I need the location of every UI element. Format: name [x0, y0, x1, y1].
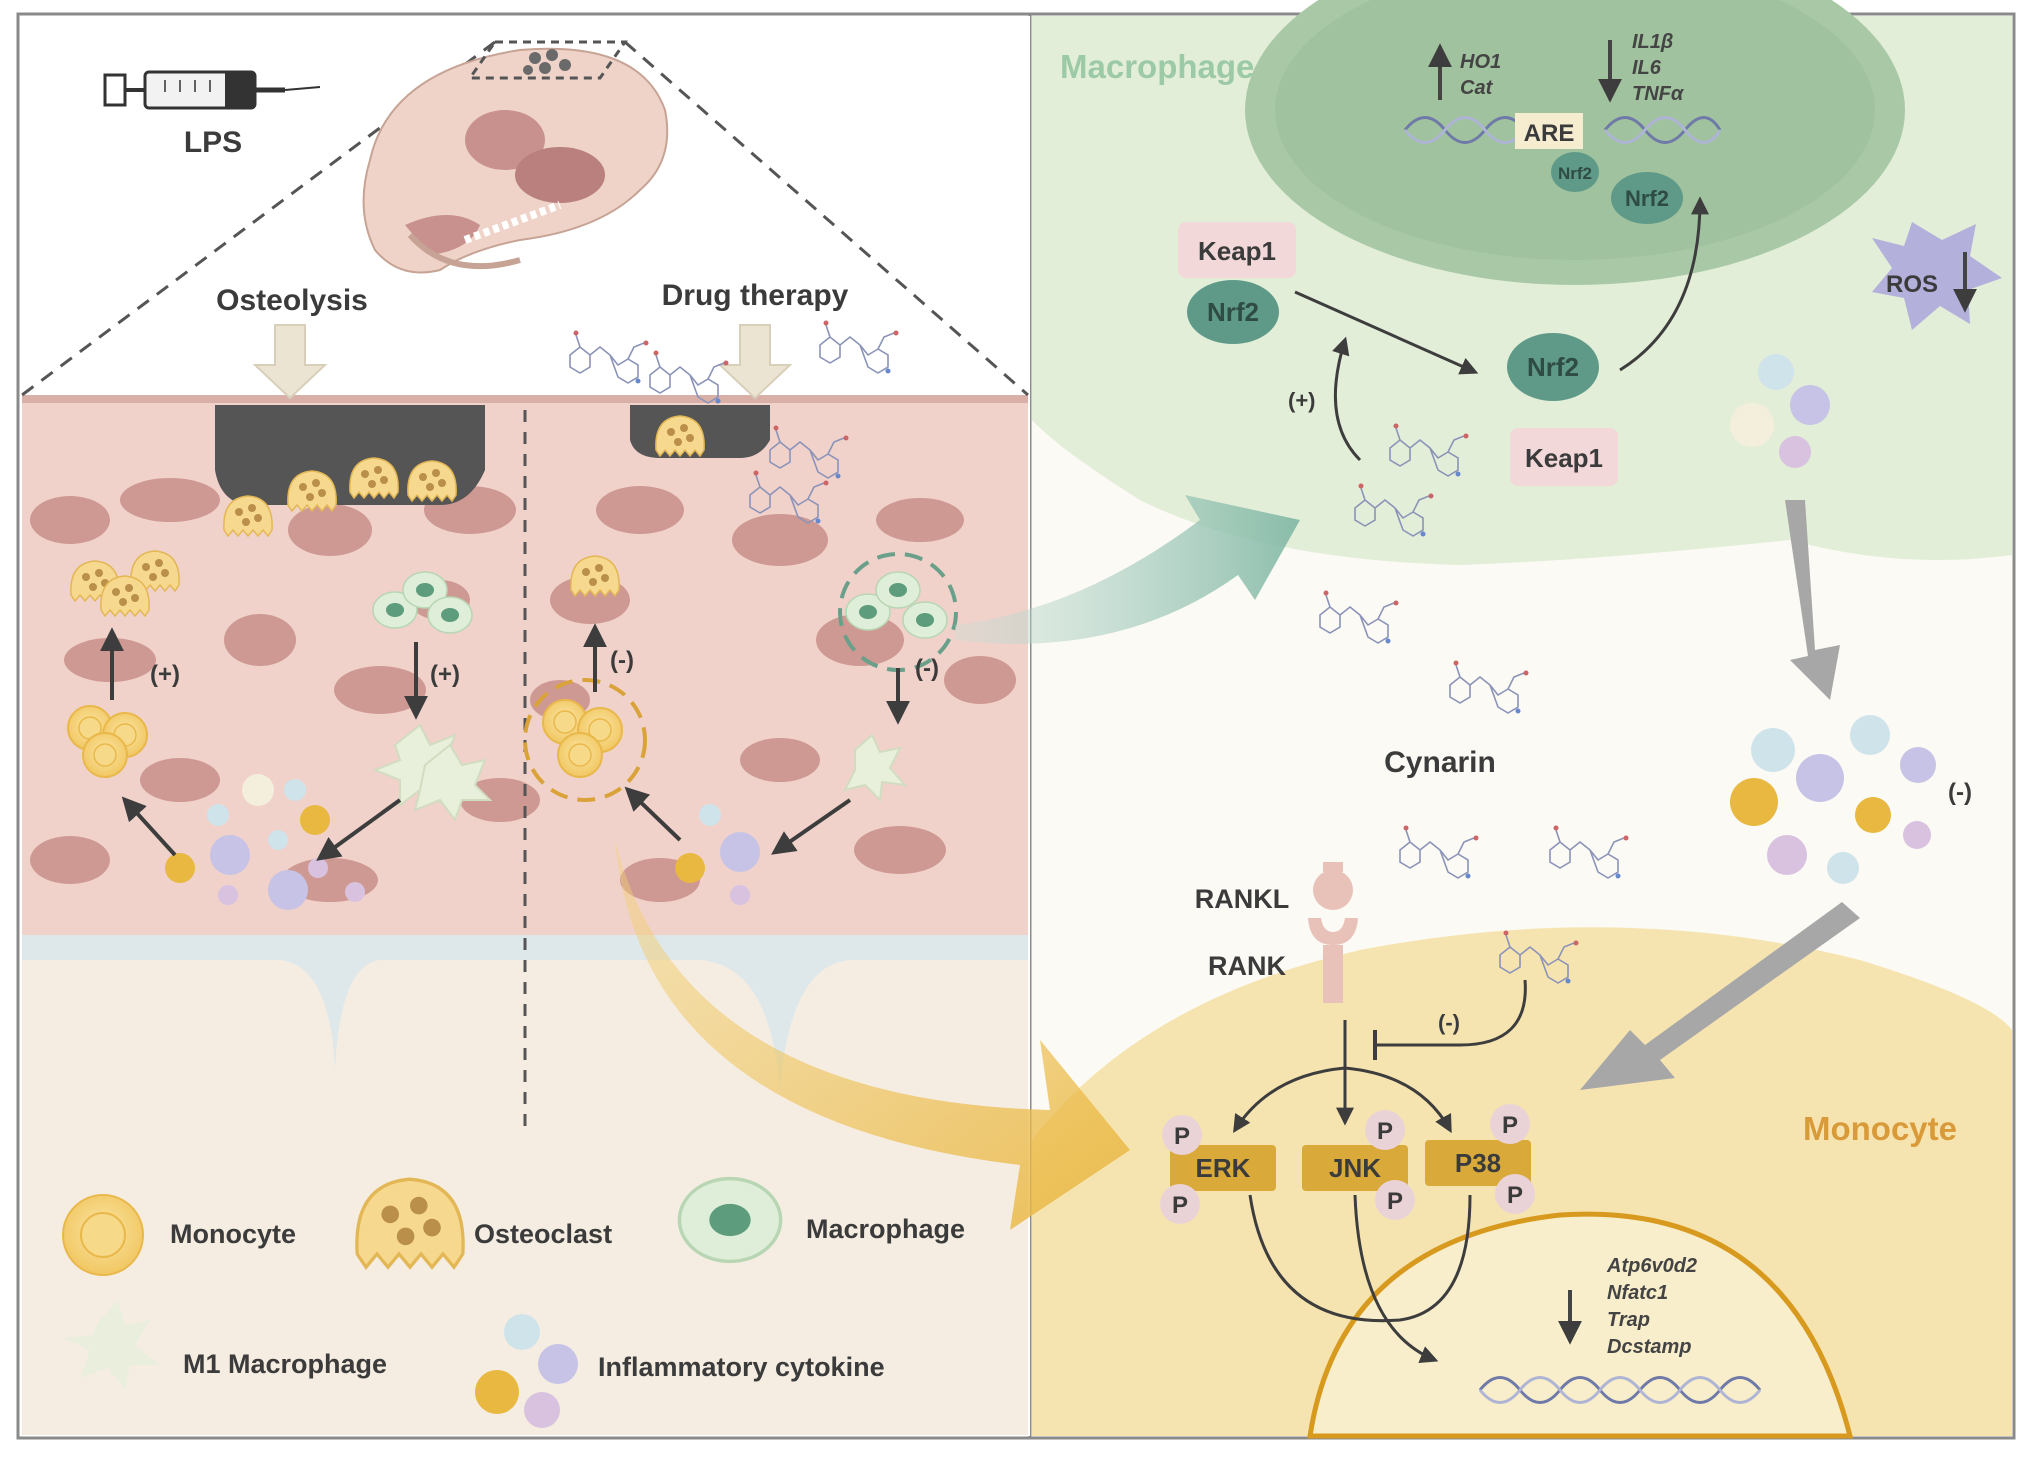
kinase-erk	[1170, 1145, 1276, 1191]
arrow-cynarin-activation	[1332, 336, 1362, 462]
ros-label: ROS	[1886, 271, 1938, 298]
arrow-dissociation	[1294, 290, 1479, 375]
teal-transition-arrow	[955, 495, 1300, 644]
rank-label: RANK	[1208, 951, 1286, 981]
arrow-to-nucleus	[1353, 1194, 1439, 1363]
monocyte-highlight-circle	[523, 678, 647, 802]
skull-illustration	[362, 40, 669, 274]
legend-m1-macrophage: M1 Macrophage	[183, 1349, 387, 1379]
osteoclast-icon	[570, 555, 620, 597]
cytokine-minus: (-)	[1948, 779, 1972, 806]
svg-text:P: P	[1507, 1182, 1523, 1209]
grey-arrow-to-monocyte	[1580, 902, 1860, 1090]
lps-label: LPS	[184, 126, 242, 159]
svg-text:P: P	[1387, 1188, 1403, 1215]
osteolysis-arrow	[252, 324, 328, 400]
gene-trap: Trap	[1607, 1309, 1650, 1331]
dna-helix-bottom	[1478, 1376, 1762, 1404]
osteoclast-icon	[223, 495, 273, 537]
nrf2-complex-label: Nrf2	[1207, 297, 1259, 327]
m1-macrophage-cluster	[372, 723, 908, 823]
gene-atp6v0d2: Atp6v0d2	[1606, 1255, 1697, 1277]
monocyte-icon	[82, 732, 128, 778]
inhibit-sign: (-)	[1438, 1010, 1460, 1035]
svg-text:P: P	[1174, 1123, 1190, 1150]
arrow-to-erk	[1233, 1066, 1346, 1134]
cynarin-inhibition-line	[1375, 979, 1527, 1047]
sign-right-up: (-)	[610, 647, 634, 674]
cytokine-cluster	[165, 774, 760, 910]
cynarin-label: Cynarin	[1384, 746, 1496, 779]
gene-il6: IL6	[1632, 57, 1662, 79]
keap1-complex-label: Keap1	[1198, 236, 1276, 266]
nrf2-nuclear	[1611, 172, 1683, 224]
osteoclast-icon	[349, 457, 399, 499]
gene-cat: Cat	[1460, 77, 1494, 99]
syringe-icon	[103, 70, 321, 110]
drug-arrow	[717, 324, 793, 400]
rankl-ligand	[1313, 870, 1353, 910]
osteoclast-icon	[407, 460, 457, 502]
gene-ho1: HO1	[1460, 51, 1501, 73]
osteolysis-label: Osteolysis	[216, 284, 368, 317]
gene-dcstamp: Dcstamp	[1607, 1336, 1691, 1358]
kinase-p38-label: P38	[1455, 1148, 1501, 1178]
gene-nfatc1: Nfatc1	[1607, 1282, 1668, 1304]
are-box	[1515, 113, 1583, 149]
arrow-to-p38	[1344, 1066, 1452, 1134]
keap1-free-box	[1510, 428, 1618, 486]
outer-frame	[16, 12, 2016, 1440]
osteoclast-icon	[655, 415, 705, 457]
nrf2-bound-label: Nrf2	[1558, 164, 1592, 183]
sign-left-up: (+)	[150, 661, 180, 688]
plus-sign: (+)	[1288, 388, 1316, 413]
nrf2-complex	[1187, 280, 1279, 344]
legend-macrophage: Macrophage	[806, 1214, 965, 1244]
are-label: ARE	[1524, 120, 1575, 147]
nrf2-bound	[1551, 152, 1599, 192]
legend-osteoclast: Osteoclast	[474, 1219, 612, 1249]
macrophage-icon	[902, 601, 948, 639]
drug-therapy-label: Drug therapy	[662, 279, 849, 312]
rankl-label: RANKL	[1195, 884, 1290, 914]
kinase-p38	[1425, 1140, 1531, 1186]
macrophage-icon	[427, 596, 473, 634]
monocyte-icon	[557, 732, 603, 778]
sign-right-down: (-)	[915, 655, 939, 682]
osteoclast-icon	[100, 575, 150, 617]
arrow-nuclear-translocation	[1619, 196, 1709, 372]
keap1-free-label: Keap1	[1525, 443, 1603, 473]
gene-tnfa: TNFα	[1632, 83, 1685, 105]
nrf2-free-label: Nrf2	[1527, 352, 1579, 382]
phospho-groups: P P P P P P	[1160, 1104, 1535, 1224]
legend-inflammatory-cytokine: Inflammatory cytokine	[598, 1352, 885, 1382]
kinase-jnk	[1302, 1145, 1408, 1191]
legend	[62, 1176, 783, 1428]
rank-receptor	[1308, 918, 1358, 945]
gene-il1b: IL1β	[1632, 31, 1673, 53]
osteoclast-icon	[287, 470, 337, 512]
nrf2-nuclear-label: Nrf2	[1625, 186, 1669, 211]
macrophage-icon	[875, 571, 921, 609]
released-cytokines	[1730, 715, 1936, 884]
kinase-erk-label: ERK	[1196, 1153, 1251, 1183]
ros-star	[1872, 222, 2002, 330]
macrophage-title: Macrophage	[1060, 48, 1254, 85]
gold-transition-arrow	[615, 840, 1130, 1230]
legend-monocyte: Monocyte	[170, 1219, 296, 1249]
grey-arrow-down	[1785, 500, 1840, 700]
dna-helix-top	[1403, 116, 1722, 144]
nrf2-free	[1507, 333, 1599, 401]
keap1-complex-box	[1178, 222, 1296, 278]
svg-text:P: P	[1172, 1192, 1188, 1219]
svg-text:P: P	[1377, 1118, 1393, 1145]
monocyte-title: Monocyte	[1803, 1110, 1957, 1147]
kinase-jnk-label: JNK	[1329, 1153, 1381, 1183]
svg-text:P: P	[1502, 1112, 1518, 1139]
sign-left-down: (+)	[430, 661, 460, 688]
